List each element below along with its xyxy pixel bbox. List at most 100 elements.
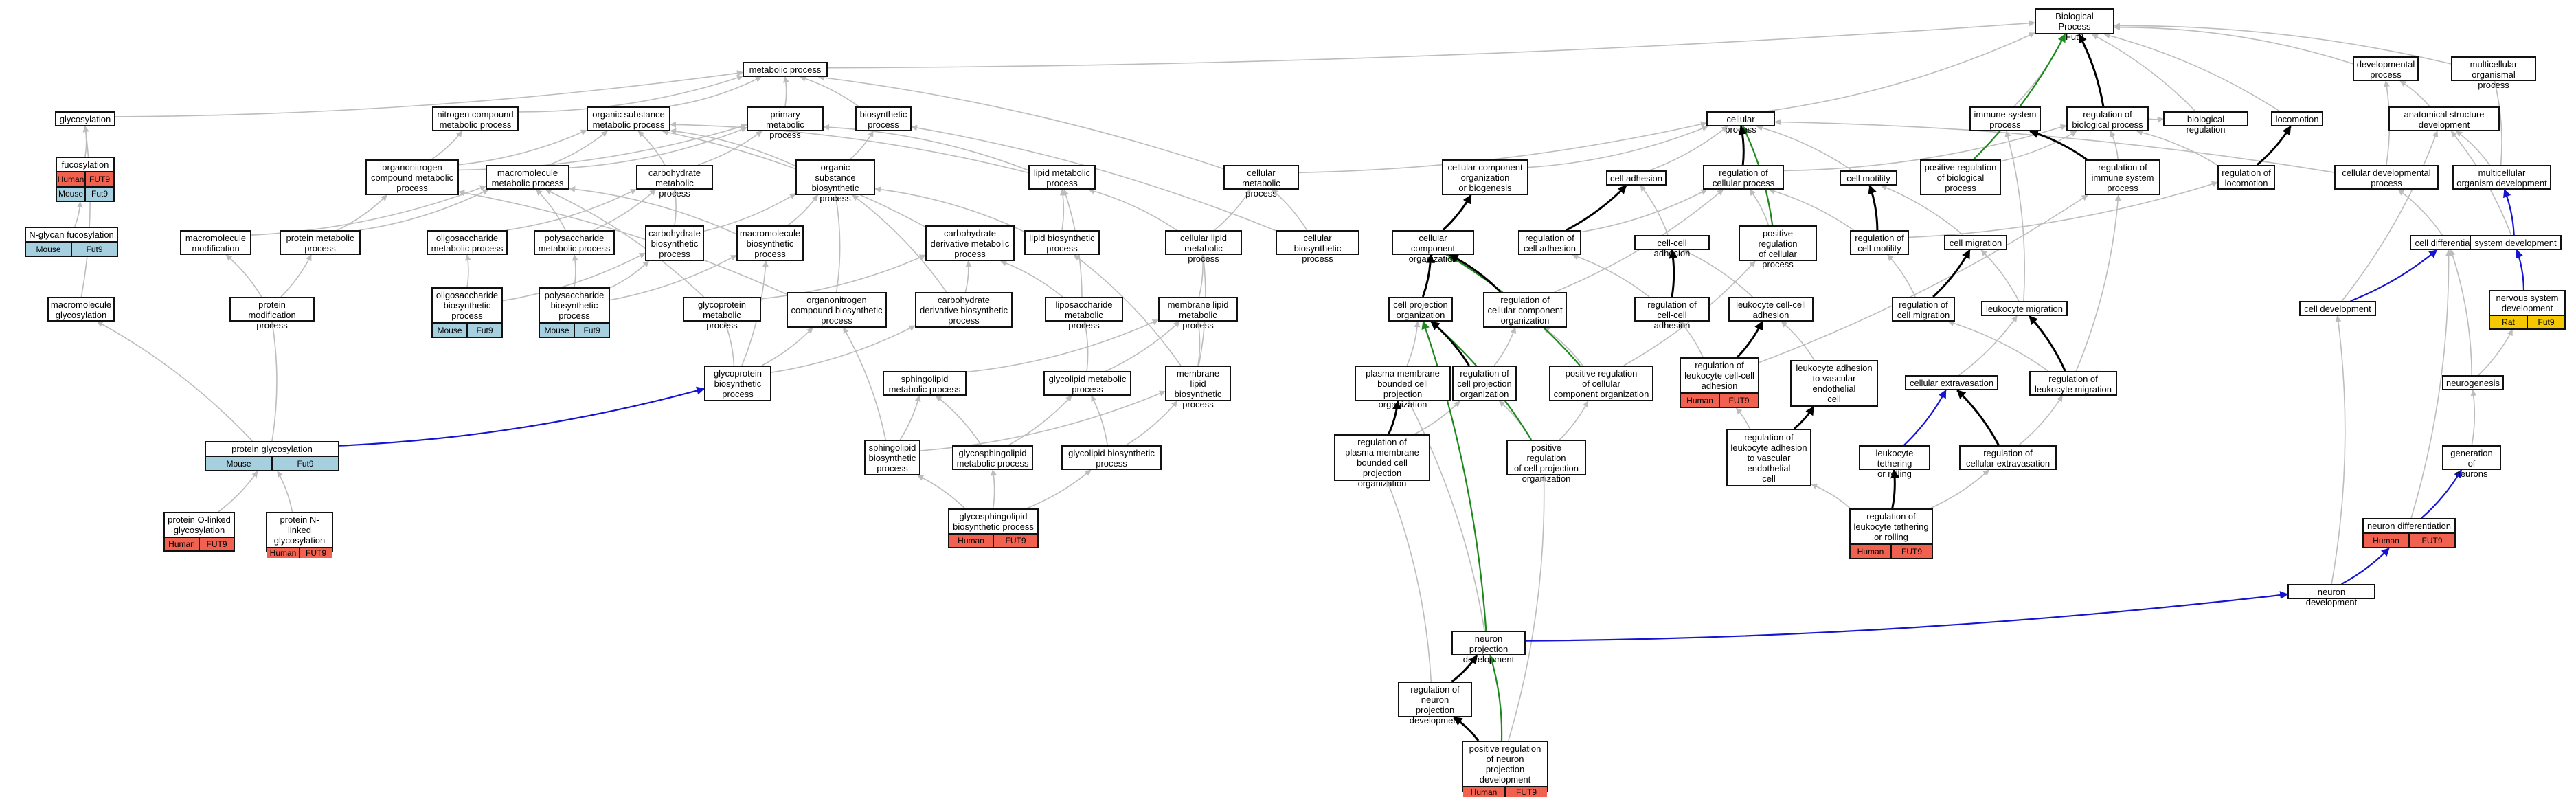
go-term-glycolipid-met[interactable]: glycolipid metabolic process bbox=[1043, 371, 1131, 396]
go-term-lipid-bio[interactable]: lipid biosynthetic process bbox=[1024, 230, 1100, 255]
go-term-pos-reg-bp[interactable]: positive regulation of biological proces… bbox=[1920, 159, 2001, 195]
go-term-memb-lipid-bio[interactable]: membrane lipid biosynthetic process bbox=[1165, 366, 1231, 409]
go-term-reg-leuk-cc-adh[interactable]: regulation of leukocyte cell-cell adhesi… bbox=[1680, 357, 1759, 408]
go-term-lipo-met[interactable]: liposaccharide metabolic process bbox=[1045, 297, 1123, 330]
go-term-cellular-process[interactable]: cellular process bbox=[1706, 111, 1775, 135]
go-term-carb-met[interactable]: carbohydrate metabolic process bbox=[636, 165, 713, 199]
go-term-neuron-dev[interactable]: neuron development bbox=[2287, 584, 2375, 607]
go-term-reg-leuk-migr[interactable]: regulation of leukocyte migration bbox=[2029, 371, 2117, 396]
go-term-sphingo-bio[interactable]: sphingolipid biosynthetic process bbox=[864, 440, 920, 475]
go-term-reg-cell-proc[interactable]: regulation of cellular process bbox=[1703, 165, 1784, 190]
go-term-reg-leuk-adh-vasc[interactable]: regulation of leukocyte adhesion to vasc… bbox=[1726, 429, 1811, 486]
go-term-reg-cc-adh[interactable]: regulation of cell-cell adhesion bbox=[1634, 297, 1710, 330]
go-term-carb-deriv-bio[interactable]: carbohydrate derivative biosynthetic pro… bbox=[915, 292, 1013, 328]
go-term-leuk-cc-adh[interactable]: leukocyte cell-cell adhesion bbox=[1728, 297, 1814, 322]
go-term-reg-locomotion[interactable]: regulation of locomotion bbox=[2217, 165, 2275, 190]
go-term-neurogenesis[interactable]: neurogenesis bbox=[2442, 375, 2504, 390]
go-term-cell-dev-proc[interactable]: cellular developmental process bbox=[2334, 165, 2439, 190]
go-term-reg-neuron-proj-dev[interactable]: regulation of neuron projection developm… bbox=[1398, 682, 1472, 726]
go-term-cell-met[interactable]: cellular metabolic process bbox=[1223, 165, 1299, 199]
go-term-glycolipid-bio[interactable]: glycolipid biosynthetic process bbox=[1061, 445, 1162, 470]
go-term-reg-cc-org[interactable]: regulation of cellular component organiz… bbox=[1483, 292, 1567, 328]
go-term-cell-migration[interactable]: cell migration bbox=[1944, 235, 2007, 250]
go-term-leuk-adh-vasc[interactable]: leukocyte adhesion to vascular endotheli… bbox=[1790, 360, 1878, 407]
go-term-prot-mod[interactable]: protein modification process bbox=[229, 297, 315, 330]
go-term-reg-cell-proj-org[interactable]: regulation of cell projection organizati… bbox=[1452, 366, 1517, 401]
go-term-lipid-met[interactable]: lipid metabolic process bbox=[1028, 165, 1096, 190]
go-term-protein-met[interactable]: protein metabolic process bbox=[280, 230, 361, 255]
go-term-pm-bounded[interactable]: plasma membrane bounded cell projection … bbox=[1355, 366, 1451, 409]
go-term-leuk-tether[interactable]: leukocyte tethering or rolling bbox=[1859, 445, 1930, 479]
edge-reg-bp-to-bp bbox=[2078, 33, 2105, 107]
go-term-primary-met[interactable]: primary metabolic process bbox=[747, 106, 824, 140]
go-term-reg-cell-extravas[interactable]: regulation of cellular extravasation bbox=[1959, 445, 2057, 470]
go-term-metabolic[interactable]: metabolic process bbox=[743, 62, 828, 77]
go-term-macro-bio[interactable]: macromolecule biosynthetic process bbox=[736, 225, 804, 261]
go-term-cell-extravas[interactable]: cellular extravasation bbox=[1905, 375, 1998, 390]
go-term-pos-reg-cc-org[interactable]: positive regulation of cellular componen… bbox=[1549, 366, 1653, 401]
go-term-cell-cell-adh[interactable]: cell-cell adhesion bbox=[1634, 235, 1710, 258]
go-term-anat-struct[interactable]: anatomical structure development bbox=[2388, 106, 2500, 131]
go-term-leuk-migr[interactable]: leukocyte migration bbox=[1981, 301, 2068, 316]
go-term-multicell-org[interactable]: multicellular organismal process bbox=[2451, 56, 2536, 90]
go-term-nitrogen[interactable]: nitrogen compound metabolic process bbox=[432, 106, 519, 131]
go-term-pos-reg-cell-proc[interactable]: positive regulation of cellular process bbox=[1739, 225, 1817, 269]
go-term-bp[interactable]: Biological Process Fut9 bbox=[2035, 8, 2114, 42]
go-term-org-sub-met[interactable]: organic substance metabolic process bbox=[587, 106, 670, 131]
go-term-carb-bio[interactable]: carbohydrate biosynthetic process bbox=[645, 225, 704, 261]
go-term-orgN-bio[interactable]: organonitrogen compound biosynthetic pro… bbox=[787, 292, 887, 328]
go-term-cell-proj-org[interactable]: cell projection organization bbox=[1388, 297, 1453, 322]
go-term-gen-neurons[interactable]: generation of neurons bbox=[2442, 445, 2501, 479]
go-term-immune[interactable]: immune system process bbox=[1969, 106, 2041, 131]
go-term-org-sub-bio[interactable]: organic substance biosynthetic process bbox=[795, 159, 875, 203]
go-term-pos-reg-cell-proj-org[interactable]: positive regulation of cell projection o… bbox=[1506, 440, 1586, 484]
go-term-pos-reg-neuron-proj-dev[interactable]: positive regulation of neuron projection… bbox=[1462, 741, 1548, 797]
edge-cell-motility-to-cellular-process bbox=[1756, 124, 1853, 171]
go-term-cc-org[interactable]: cellular component organization bbox=[1392, 230, 1474, 264]
go-term-organonitrogen-met[interactable]: organonitrogen compound metabolic proces… bbox=[365, 159, 459, 195]
go-term-multicell-dev[interactable]: multicellular organism development bbox=[2452, 165, 2551, 190]
go-term-glycosylation[interactable]: glycosylation bbox=[55, 111, 115, 126]
go-term-cc-org-bio[interactable]: cellular component organization or bioge… bbox=[1442, 159, 1528, 195]
go-term-reg-pm-bounded[interactable]: regulation of plasma membrane bounded ce… bbox=[1334, 434, 1430, 489]
go-term-cell-lipid-met[interactable]: cellular lipid metabolic process bbox=[1165, 230, 1242, 264]
go-term-developmental[interactable]: developmental process bbox=[2353, 56, 2419, 81]
go-term-reg-cell-adh[interactable]: regulation of cell adhesion bbox=[1518, 230, 1581, 255]
go-term-reg-cell-migr[interactable]: regulation of cell migration bbox=[1892, 297, 1955, 322]
go-term-biosynthetic[interactable]: biosynthetic process bbox=[855, 106, 912, 131]
go-term-macro-mod[interactable]: macromolecule modification bbox=[180, 230, 251, 255]
go-term-carb-deriv-met[interactable]: carbohydrate derivative metabolic proces… bbox=[925, 225, 1015, 261]
go-term-oligo-met[interactable]: oligosaccharide metabolic process bbox=[427, 230, 508, 255]
go-term-glycoprot-bio[interactable]: glycoprotein biosynthetic process bbox=[704, 366, 771, 401]
go-term-locomotion[interactable]: locomotion bbox=[2271, 111, 2323, 126]
go-term-neuron-proj-dev[interactable]: neuron projection development bbox=[1451, 631, 1526, 664]
go-term-reg-cell-motility[interactable]: regulation of cell motility bbox=[1850, 230, 1909, 255]
go-term-reg-leuk-tether[interactable]: regulation of leukocyte tethering or rol… bbox=[1849, 508, 1933, 559]
go-term-bio-reg[interactable]: biological regulation bbox=[2163, 111, 2248, 135]
go-term-cell-bio[interactable]: cellular biosynthetic process bbox=[1276, 230, 1359, 264]
go-term-cell-dev[interactable]: cell development bbox=[2299, 301, 2376, 316]
go-term-reg-bp[interactable]: regulation of biological process bbox=[2066, 106, 2149, 131]
go-term-macro-met[interactable]: macromolecule metabolic process bbox=[486, 165, 569, 190]
go-term-poly-met[interactable]: polysaccharide metabolic process bbox=[534, 230, 615, 255]
go-term-cell-motility[interactable]: cell motility bbox=[1840, 170, 1897, 186]
go-term-glycoprot-met[interactable]: glycoprotein metabolic process bbox=[683, 297, 761, 330]
go-term-memb-lipid-met[interactable]: membrane lipid metabolic process bbox=[1158, 297, 1238, 330]
go-term-reg-immune[interactable]: regulation of immune system process bbox=[2085, 159, 2160, 195]
go-term-cell-adhesion[interactable]: cell adhesion bbox=[1606, 170, 1667, 186]
go-term-macro-glyc[interactable]: macromolecule glycosylation bbox=[47, 297, 115, 322]
go-term-glycosphingo-met[interactable]: glycosphingolipid metabolic process bbox=[952, 445, 1033, 470]
go-term-sphingo-met[interactable]: sphingolipid metabolic process bbox=[883, 371, 967, 396]
go-term-system-dev[interactable]: system development bbox=[2470, 235, 2562, 250]
